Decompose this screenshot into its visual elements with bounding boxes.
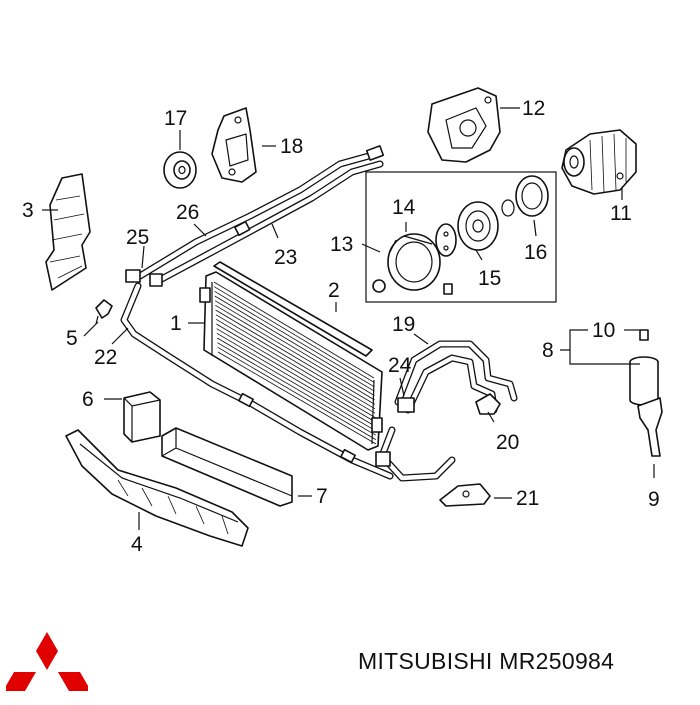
leader-lines xyxy=(42,107,655,530)
callout-17: 17 xyxy=(164,107,187,130)
callout-3: 3 xyxy=(22,199,34,222)
callout-11: 11 xyxy=(610,202,632,225)
part-7-long-foam xyxy=(161,427,293,507)
logo-diamond-top xyxy=(36,632,58,670)
logo-diamond-left xyxy=(6,672,36,691)
part-13-clutch-kit xyxy=(365,171,557,303)
part-19-hoses xyxy=(375,340,518,482)
callout-25: 25 xyxy=(126,226,149,249)
callout-6: 6 xyxy=(82,388,94,411)
part-4-reinforcement xyxy=(65,429,249,547)
part-5-clip xyxy=(95,299,113,325)
callout-16: 16 xyxy=(524,241,547,264)
part-23-26-lines xyxy=(136,145,385,287)
part-6-foam-block xyxy=(123,391,161,443)
part-3-air-guide xyxy=(45,173,91,291)
callout-4: 4 xyxy=(131,533,143,556)
callout-26: 26 xyxy=(176,201,199,224)
callout-19: 19 xyxy=(392,313,415,336)
callout-21: 21 xyxy=(516,487,539,510)
callout-2: 2 xyxy=(328,279,340,302)
callouts: 1 2 3 4 5 6 7 8 9 10 11 12 13 14 15 16 1… xyxy=(22,97,660,556)
part-21-bracket xyxy=(439,483,491,507)
callout-14: 14 xyxy=(392,196,416,219)
part-1-condenser xyxy=(199,271,383,451)
part-12-bracket xyxy=(427,87,501,163)
part-25-fitting xyxy=(125,269,141,283)
callout-5: 5 xyxy=(66,327,78,350)
part-2-strip xyxy=(213,261,373,357)
callout-18: 18 xyxy=(280,135,303,158)
callout-13: 13 xyxy=(330,233,353,256)
callout-15: 15 xyxy=(478,267,501,290)
part-20-fitting xyxy=(475,393,501,415)
callout-24: 24 xyxy=(388,354,412,377)
callout-12: 12 xyxy=(522,97,545,120)
part-18-bracket xyxy=(211,107,257,183)
brand-part-number: MITSUBISHI MR250984 xyxy=(358,648,615,674)
callout-7: 7 xyxy=(316,485,328,508)
logo-diamonds xyxy=(6,632,88,691)
mitsubishi-logo xyxy=(6,632,88,691)
callout-20: 20 xyxy=(496,431,519,454)
logo-diamond-right xyxy=(58,672,88,691)
callout-9: 9 xyxy=(648,488,660,511)
part-11-compressor xyxy=(561,129,637,195)
callout-8: 8 xyxy=(542,339,554,362)
callout-10: 10 xyxy=(592,319,615,342)
callout-1: 1 xyxy=(170,312,182,335)
callout-22: 22 xyxy=(94,346,117,369)
part-17-pulley xyxy=(163,151,197,189)
part-22-line xyxy=(120,282,394,480)
part-8-receiver xyxy=(629,329,663,457)
callout-23: 23 xyxy=(274,246,297,269)
